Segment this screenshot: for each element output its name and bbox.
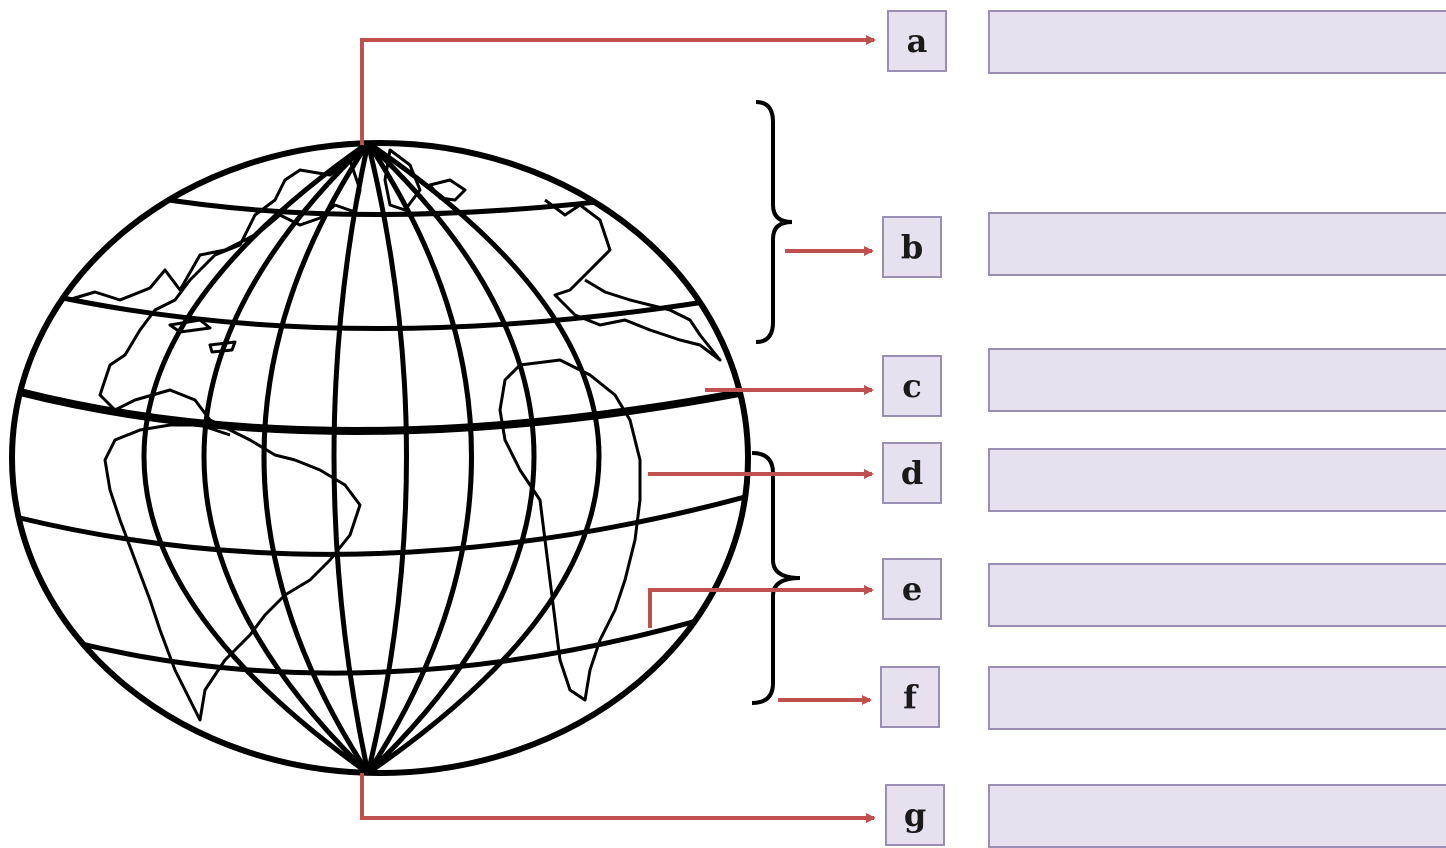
label-d: d <box>882 442 942 504</box>
graticule <box>17 143 748 773</box>
parallel-line <box>62 617 703 676</box>
brace-b <box>755 100 793 344</box>
arctic-island-outline <box>428 178 467 202</box>
meridian-line <box>261 143 371 773</box>
meridian-line <box>365 143 474 773</box>
label-b: b <box>882 216 942 278</box>
answer-box-f[interactable] <box>988 666 1446 730</box>
north-america-outline <box>67 158 362 462</box>
answer-box-d[interactable] <box>988 448 1446 512</box>
label-g: g <box>885 784 945 846</box>
equator-line <box>19 388 746 435</box>
parallel-line <box>147 194 643 217</box>
label-e: e <box>882 558 942 620</box>
label-c: c <box>882 355 942 417</box>
brace-def <box>751 451 801 705</box>
answer-box-g[interactable] <box>988 784 1446 848</box>
south-america-outline <box>103 423 362 722</box>
arrow-e <box>648 585 874 628</box>
meridian-line <box>365 143 602 773</box>
meridian-line <box>331 143 371 773</box>
arrow-a <box>360 35 876 145</box>
meridian-line <box>365 143 537 773</box>
lake-outline <box>168 318 212 334</box>
africa-outline <box>498 358 642 702</box>
globe <box>9 140 751 776</box>
parallel-line <box>55 294 738 331</box>
arrow-g <box>360 773 876 823</box>
europe-outline <box>544 198 722 362</box>
globe-outline <box>9 140 751 776</box>
answer-box-e[interactable] <box>988 563 1446 627</box>
lake-outline <box>208 340 237 354</box>
meridian-line <box>365 143 409 773</box>
label-a: a <box>887 10 947 72</box>
arrows <box>360 35 876 823</box>
continents <box>67 148 722 722</box>
label-f: f <box>880 666 940 728</box>
meridian-line <box>201 143 371 773</box>
answer-box-a[interactable] <box>988 10 1446 74</box>
answer-box-c[interactable] <box>988 348 1446 412</box>
answer-box-b[interactable] <box>988 212 1446 276</box>
greenland-outline <box>383 148 422 212</box>
